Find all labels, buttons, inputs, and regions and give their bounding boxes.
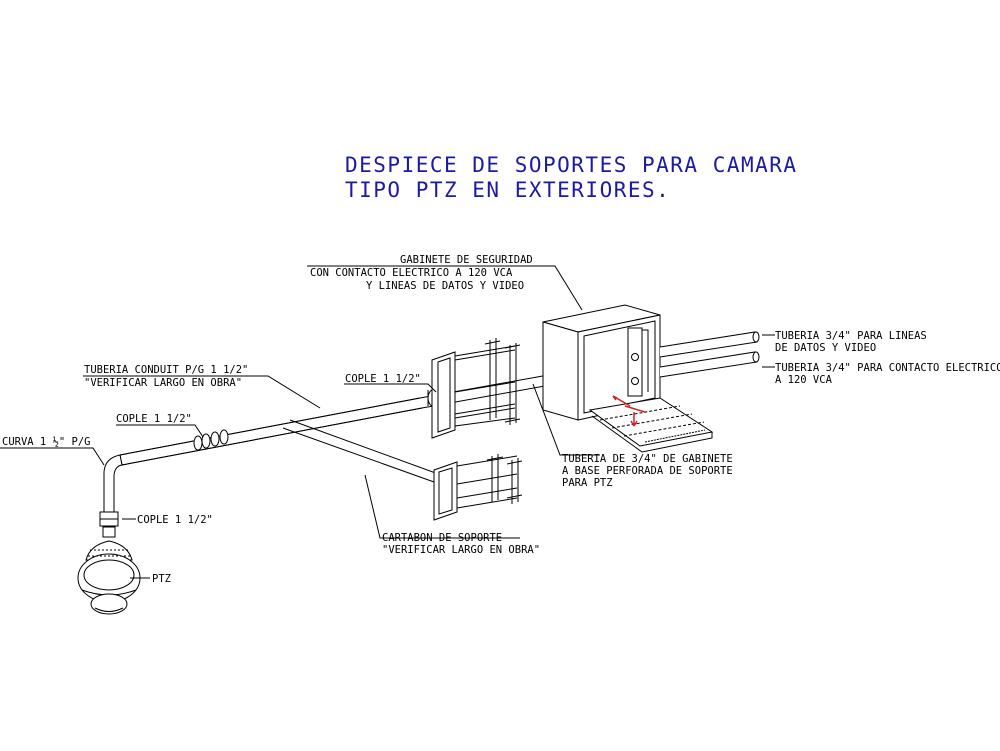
- label-gabinete-3: Y LINEAS DE DATOS Y VIDEO: [366, 280, 524, 292]
- label-tuberia-datos-2: DE DATOS Y VIDEO: [775, 342, 876, 354]
- label-tuberia-gabinete-1: TUBERIA DE 3/4" DE GABINETE: [562, 453, 733, 465]
- label-ptz: PTZ: [152, 573, 171, 585]
- label-conduit-2: "VERIFICAR LARGO EN OBRA": [84, 377, 242, 389]
- curva-bend: [103, 454, 123, 513]
- drawing-title-line2: TIPO PTZ EN EXTERIORES.: [345, 178, 670, 202]
- label-cartabon-2: "VERIFICAR LARGO EN OBRA": [382, 544, 540, 556]
- label-conduit-1: TUBERIA CONDUIT P/G 1 1/2": [84, 364, 248, 376]
- upper-mounting-bracket: [431, 338, 521, 439]
- position-marker: [612, 395, 646, 427]
- label-curva: CURVA 1 ½" P/G: [2, 436, 91, 448]
- lower-mounting-bracket: [433, 454, 523, 521]
- cople-mid-fitting: [193, 429, 229, 451]
- cartabon-brace: [282, 419, 454, 489]
- label-cople-lower: COPLE 1 1/2": [137, 514, 213, 526]
- label-gabinete-1: GABINETE DE SEGURIDAD: [400, 254, 533, 266]
- label-cartabon-1: CARTABON DE SOPORTE: [382, 532, 502, 544]
- label-tuberia-datos-1: TUBERIA 3/4" PARA LINEAS: [775, 330, 927, 342]
- ptz-camera: [77, 526, 141, 615]
- label-gabinete-2: CON CONTACTO ELECTRICO A 120 VCA: [310, 267, 513, 279]
- label-tuberia-contacto-1: TUBERIA 3/4" PARA CONTACTO ELECTRICO: [775, 362, 1000, 374]
- label-cople-upper: COPLE 1 1/2": [345, 373, 421, 385]
- label-cople-mid: COPLE 1 1/2": [116, 413, 192, 425]
- tuberia-datos-pipe: [659, 331, 760, 358]
- leader-lines: [0, 265, 775, 579]
- label-tuberia-gabinete-3: PARA PTZ: [562, 477, 613, 489]
- gabinete-enclosure: [542, 304, 714, 453]
- drawing-title-line1: DESPIECE DE SOPORTES PARA CAMARA: [345, 153, 798, 177]
- cople-lower-fitting: [99, 511, 119, 527]
- label-tuberia-gabinete-2: A BASE PERFORADA DE SOPORTE: [562, 465, 733, 477]
- label-tuberia-contacto-2: A 120 VCA: [775, 374, 833, 386]
- tuberia-contacto-pipe: [659, 351, 760, 378]
